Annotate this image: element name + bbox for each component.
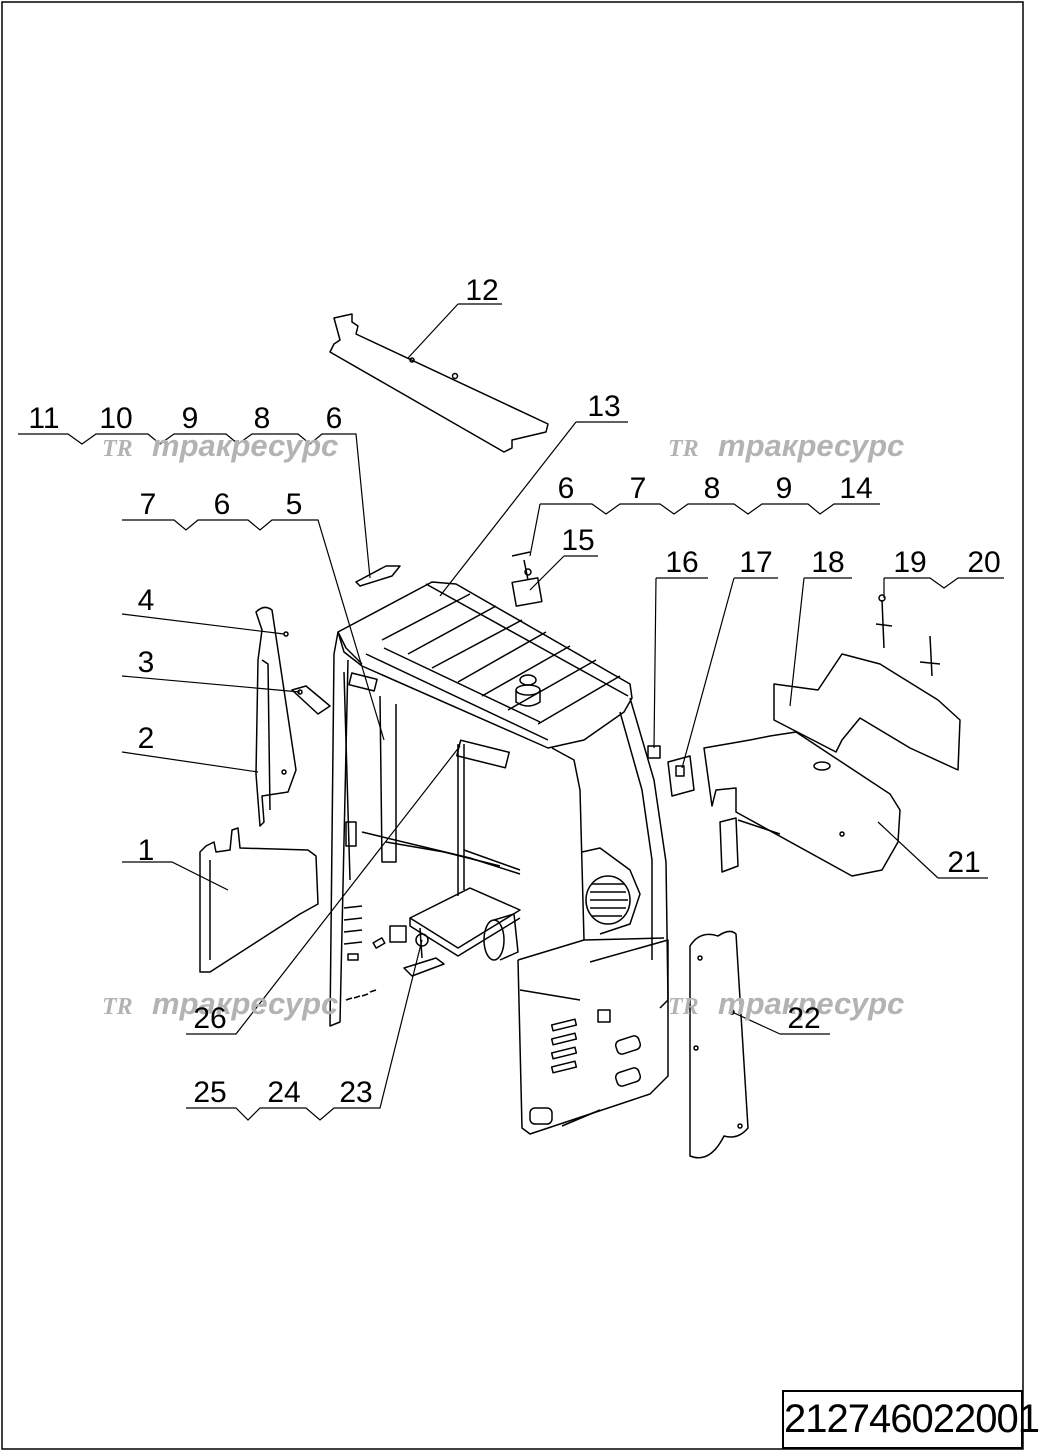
part-12-roof-panel [329, 313, 549, 453]
watermark-logo: TR [102, 994, 133, 1020]
callout-label: 23 [339, 1076, 372, 1109]
part-21-tank [703, 731, 901, 877]
drawing-number: 212746022001 [782, 1390, 1039, 1449]
callout-label: 22 [787, 1002, 820, 1035]
watermark-text: тракресурс [718, 428, 904, 463]
callout-label: 13 [587, 390, 620, 423]
part-22-side-skirt [689, 930, 749, 1159]
callout-label: 1 [138, 834, 155, 867]
callout-label: 20 [967, 546, 1000, 579]
watermark-text: тракресурс [152, 986, 338, 1021]
callout-label: 17 [739, 546, 772, 579]
callout-label: 8 [254, 402, 271, 435]
part-6-upper-pad [355, 565, 401, 587]
callout-label: 14 [839, 472, 872, 505]
callout-label: 9 [182, 402, 199, 435]
watermark-text: тракресурс [718, 986, 904, 1021]
watermark-logo: TR [102, 436, 133, 462]
callout-label: 16 [665, 546, 698, 579]
callout-label: 6 [214, 488, 231, 521]
watermark-logo: TR [668, 436, 699, 462]
callout-label: 21 [947, 846, 980, 879]
callout-label: 26 [193, 1002, 226, 1035]
callout-labels: 1 2 3 4 7 6 5 11 10 9 8 6 12 13 6 7 8 9 … [28, 274, 1000, 1109]
callout-label: 24 [267, 1076, 300, 1109]
callout-label: 15 [561, 524, 594, 557]
part-15-lamp [511, 551, 543, 607]
leader-lines [18, 303, 1004, 1121]
callout-label: 18 [811, 546, 844, 579]
callout-label: 2 [138, 722, 155, 755]
part-19-20-brackets [875, 594, 941, 677]
watermark-text: тракресурс [152, 428, 338, 463]
part-geometry [199, 313, 961, 1159]
watermark-1: TR тракресурс [102, 428, 338, 463]
callout-label: 8 [704, 472, 721, 505]
part-18-cover-plate [773, 653, 961, 771]
watermark-3: TR тракресурс [102, 986, 338, 1021]
part-1-side-panel [199, 827, 319, 973]
callout-label: 9 [776, 472, 793, 505]
callout-label: 5 [286, 488, 303, 521]
watermark-2: TR тракресурс [668, 428, 904, 463]
callout-label: 3 [138, 646, 155, 679]
watermark-logo: TR [668, 994, 699, 1020]
callout-label: 7 [140, 488, 157, 521]
callout-label: 4 [138, 584, 155, 617]
callout-label: 19 [893, 546, 926, 579]
part-2-4-side-panel [255, 606, 297, 827]
callout-label: 25 [193, 1076, 226, 1109]
callout-label: 10 [99, 402, 132, 435]
callout-label: 6 [558, 472, 575, 505]
cab-frame [329, 581, 669, 1135]
watermark-4: TR тракресурс [668, 986, 904, 1021]
callout-label: 11 [28, 402, 59, 435]
part-3-handle [291, 685, 331, 715]
callout-label: 12 [465, 274, 498, 307]
callout-label: 7 [630, 472, 647, 505]
callout-label: 6 [326, 402, 343, 435]
